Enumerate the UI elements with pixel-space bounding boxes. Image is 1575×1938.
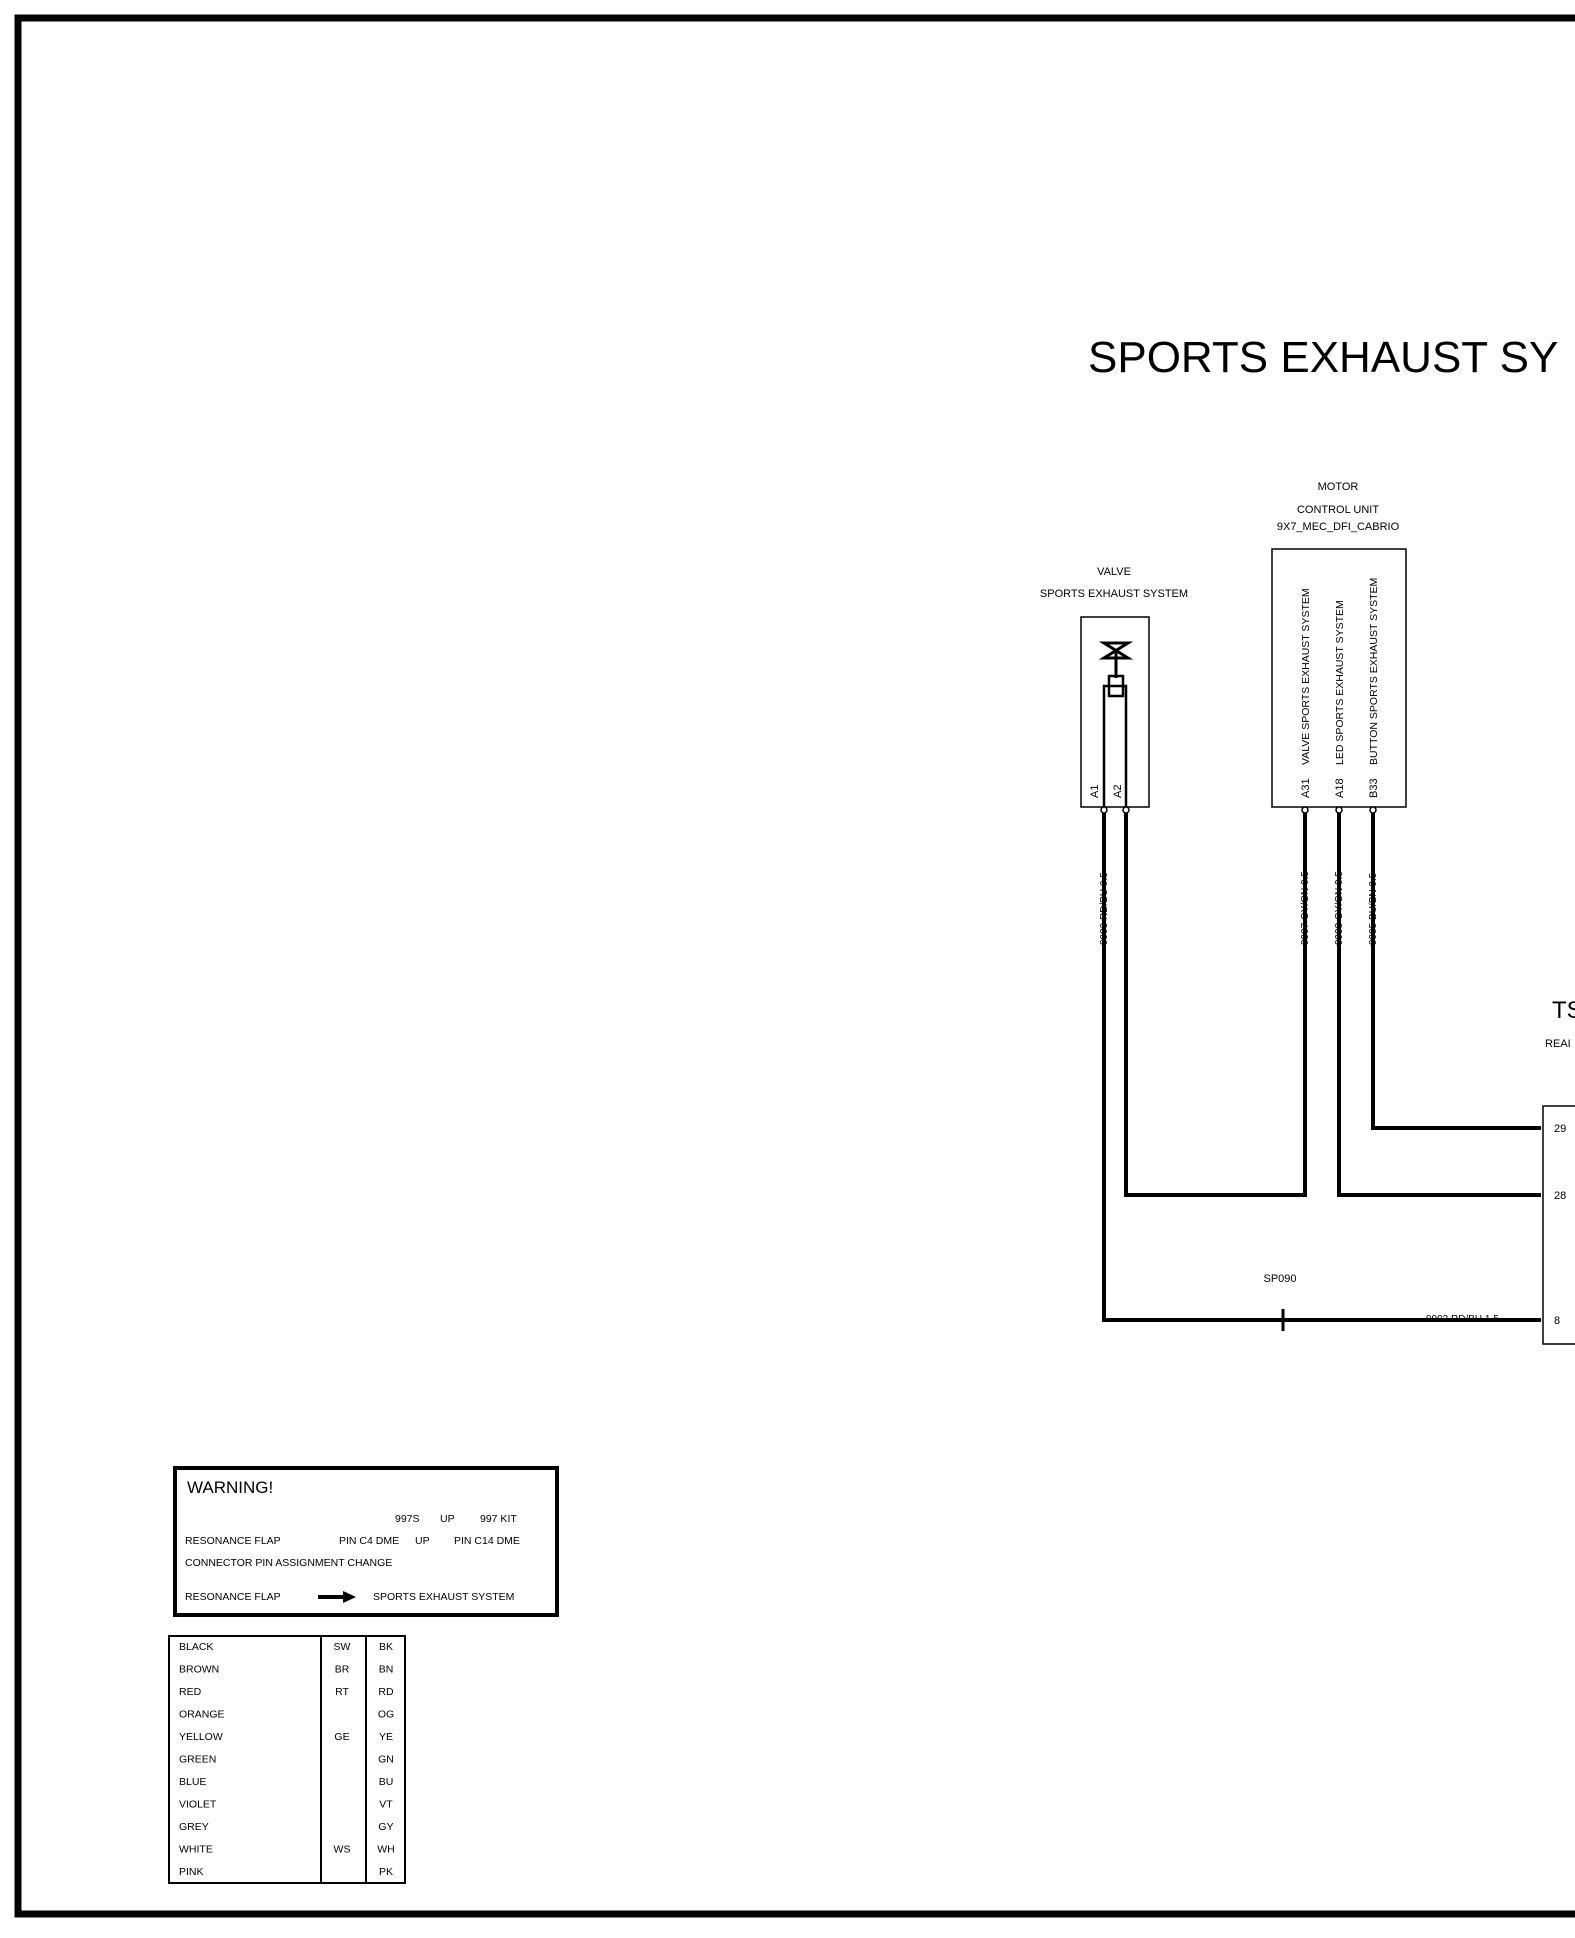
warning-997kit: 997 KIT [480,1513,517,1525]
warning-resonance-flap-2: RESONANCE FLAP [185,1591,281,1603]
legend-en-cell: BU [379,1776,394,1788]
legend-en-cell: GN [378,1754,394,1766]
valve-symbol-icon [1098,641,1134,698]
legend-name-cell: RED [179,1686,202,1698]
valve-pin-a1: A1 [1089,785,1101,798]
diagram-title: SPORTS EXHAUST SY [1088,333,1558,382]
warning-title: WARNING! [187,1478,273,1497]
wire-a2-to-a31 [1124,813,1307,1197]
wire-b33-to-pin29 [1371,813,1541,1130]
warning-sports-exhaust: SPORTS EXHAUST SYSTEM [373,1591,514,1603]
valve-label-line1: VALVE [1097,566,1131,578]
mcu-pin-a18-terminal [1335,806,1343,814]
warning-box: WARNING! 997S UP 997 KIT RESONANCE FLAP … [173,1466,559,1617]
legend-name-cell: VIOLET [179,1799,217,1811]
legend-de-cell: WS [334,1844,351,1856]
warning-pin-c4: PIN C4 DME [339,1535,399,1547]
legend-name-cell: ORANGE [179,1709,225,1721]
valve-label-line2: SPORTS EXHAUST SYSTEM [1040,588,1188,600]
valve-box [1080,616,1150,808]
right-component-subtitle: REAI [1545,1038,1571,1050]
legend-en-cell: WH [377,1844,395,1856]
legend-en-cell: BN [379,1664,394,1676]
right-component-pin-29: 29 [1554,1123,1566,1135]
valve-pin-a2: A2 [1112,785,1124,798]
legend-de-cell: RT [335,1686,349,1698]
legend-en-cell: OG [378,1709,394,1721]
splice-wire-label: 9993 RD/BU 1.5 [1426,1314,1499,1325]
legend-name-cell: GREY [179,1821,209,1833]
page-border [14,14,1575,1918]
mcu-function-b33: BUTTON SPORTS EXHAUST SYSTEM [1368,578,1380,765]
mcu-pin-b33: B33 [1368,778,1380,798]
right-component-title: TS [1552,997,1575,1024]
mcu-pin-a31: A31 [1300,778,1312,798]
legend-name-cell: GREEN [179,1754,216,1766]
warning-997s: 997S [395,1513,420,1525]
legend-name-cell: BLUE [179,1776,206,1788]
splice-label: SP090 [1263,1273,1296,1285]
right-component-box [1542,1105,1575,1345]
legend-en-cell: BK [379,1641,393,1653]
legend-name-cell: BLACK [179,1641,213,1653]
mcu-function-a31: VALVE SPORTS EXHAUST SYSTEM [1300,588,1312,765]
valve-pin-a2-terminal [1122,806,1130,814]
mcu-pin-a31-terminal [1301,806,1309,814]
legend-en-cell: RD [378,1686,394,1698]
right-component-pin-8: 8 [1554,1315,1560,1327]
wires [1102,813,1541,1322]
warning-up-1: UP [440,1513,455,1525]
wire-a18-to-pin28 [1337,813,1541,1197]
legend-en-cell: GY [378,1821,393,1833]
mcu-pin-a18: A18 [1334,778,1346,798]
mcu-label-line3: 9X7_MEC_DFI_CABRIO [1277,521,1400,533]
legend-name-cell: BROWN [179,1664,219,1676]
legend-de-cell: GE [334,1731,349,1743]
warning-resonance-flap: RESONANCE FLAP [185,1535,281,1547]
legend-de-cell: BR [335,1664,350,1676]
warning-up-2: UP [415,1535,430,1547]
warning-pin-c14: PIN C14 DME [454,1535,520,1547]
mcu-function-a18: LED SPORTS EXHAUST SYSTEM [1334,600,1346,765]
legend-en-cell: VT [379,1799,393,1811]
valve-pin-a1-terminal [1100,806,1108,814]
color-legend-table: BLACK SW BK BROWN BR BN RED RT RD ORANGE OG YELLOW G… [168,1635,406,1884]
mcu-label-line1: MOTOR [1318,481,1359,493]
warning-connector-change: CONNECTOR PIN ASSIGNMENT CHANGE [185,1557,392,1569]
legend-en-cell: PK [379,1866,393,1878]
legend-name-cell: PINK [179,1866,204,1878]
legend-name-cell: YELLOW [179,1731,223,1743]
legend-name-cell: WHITE [179,1844,213,1856]
wire-a1-to-pin8 [1102,813,1541,1322]
legend-de-cell: SW [334,1641,351,1653]
mcu-pin-b33-terminal [1369,806,1377,814]
legend-en-cell: YE [379,1731,393,1743]
right-component-pin-28: 28 [1554,1190,1566,1202]
mcu-label-line2: CONTROL UNIT [1297,504,1379,516]
right-arrow-icon [318,1591,356,1603]
